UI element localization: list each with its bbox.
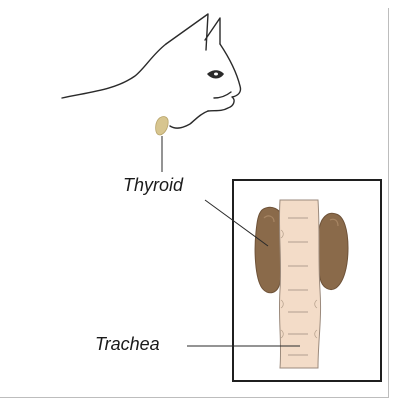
- cat-thyroid-icon: [156, 117, 169, 135]
- cat-mouth: [214, 92, 231, 98]
- trachea-icon: [279, 200, 320, 368]
- cat-chin: [170, 111, 208, 128]
- cat-neck-back: [62, 44, 166, 98]
- cat-ear-back: [166, 14, 208, 50]
- trachea-label: Trachea: [95, 335, 160, 353]
- thyroid-label: Thyroid: [123, 176, 183, 194]
- cat-eye-icon: [207, 70, 224, 78]
